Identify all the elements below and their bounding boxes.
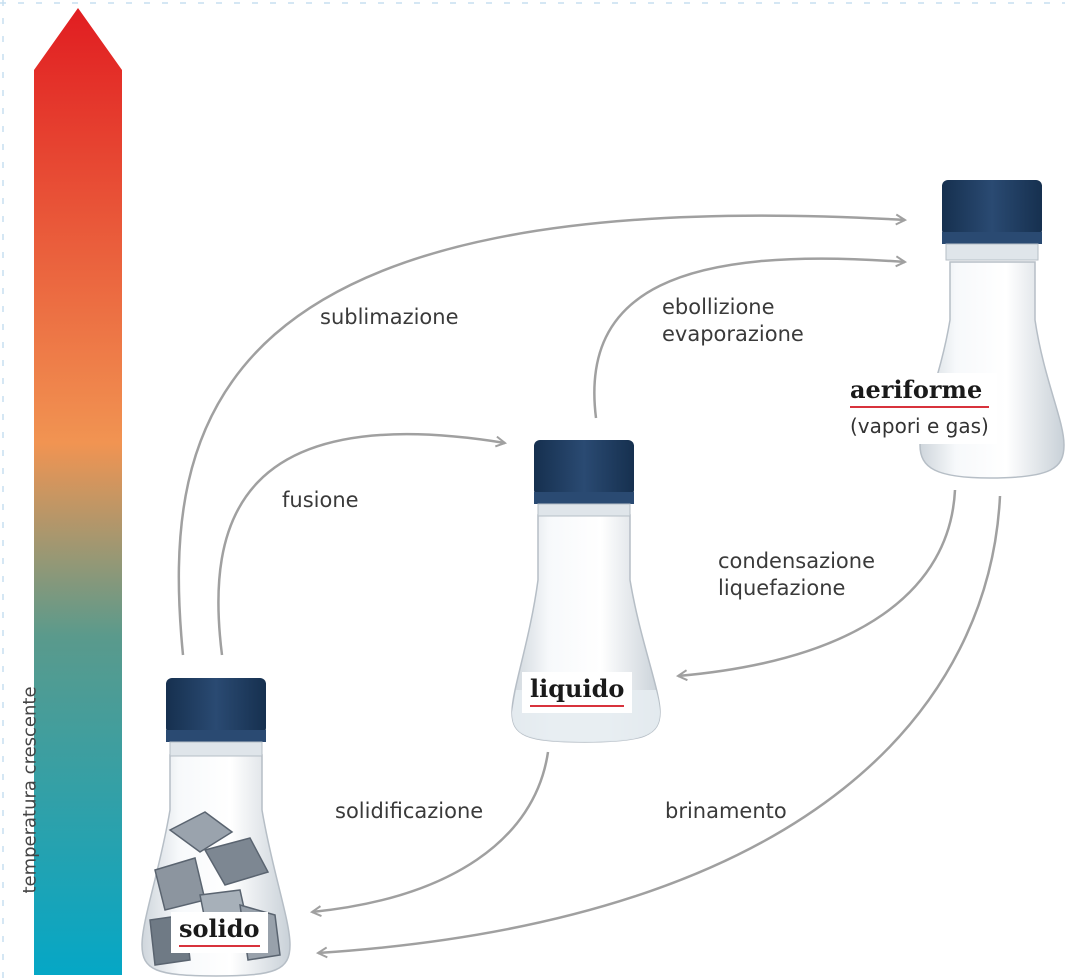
solidification-label: solidificazione [335,799,484,823]
gas-state-subtitle: (vapori e gas) [850,414,989,438]
liquid-state-name: liquido [530,674,625,703]
liquefaction-label: liquefazione [718,576,846,600]
temperature-arrow [34,8,122,975]
solid-state-label: solido [171,912,268,953]
deposition-label: brinamento [665,799,787,823]
gas-state-underline [850,406,989,408]
condensation-arrow [678,489,957,676]
liquid-state-underline [530,705,625,707]
liquid-flask-cap [534,440,634,496]
fusion-label: fusione [282,488,359,512]
solid-flask-cap [166,678,266,734]
condensation-label: condensazione [718,549,876,573]
solidification-arrow [312,751,550,912]
evaporation-arrow [593,259,905,419]
sublimation-label: sublimazione [320,305,459,329]
evaporation-label: evaporazione [662,322,804,346]
gas-flask-cap [942,180,1042,236]
gas-state-label: aeriforme (vapori e gas) [842,373,997,444]
solid-state-underline [179,945,260,947]
boiling-label: ebollizione [662,295,775,319]
gas-state-name: aeriforme [850,375,983,404]
temperature-axis-label: temperatura crescente [19,686,41,894]
deposition-arrow [318,495,1002,953]
solid-state-name: solido [179,914,260,943]
liquid-state-label: liquido [522,672,633,713]
fusion-arrow [217,432,505,656]
sublimation-arrow [177,216,905,656]
